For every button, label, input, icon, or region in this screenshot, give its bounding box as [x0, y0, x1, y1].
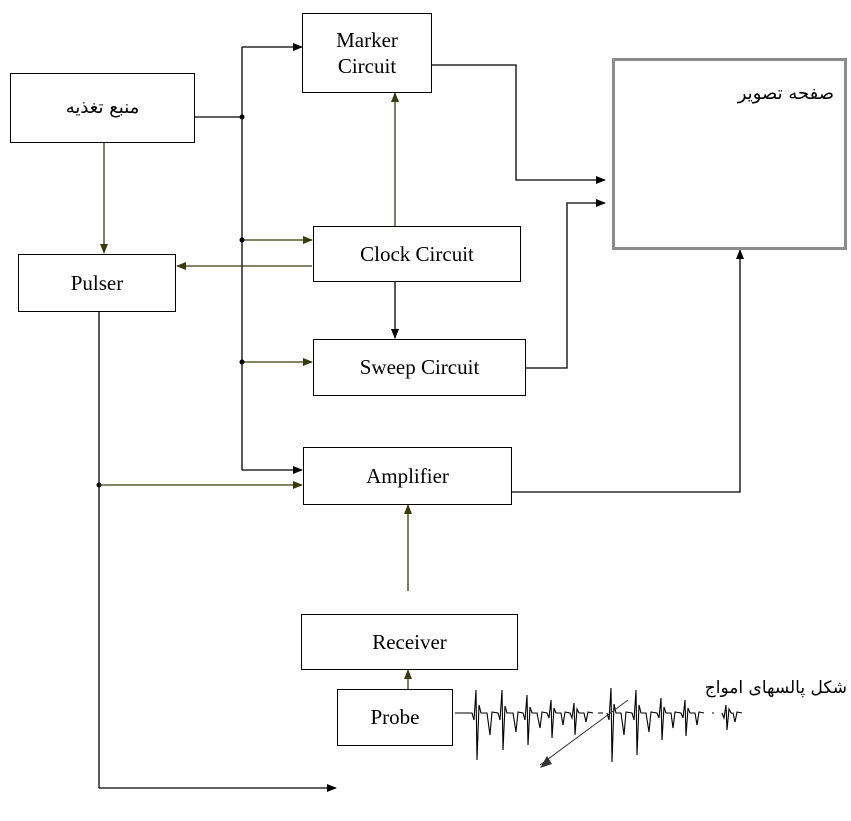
display-screen-title: صفحه تصویر — [737, 83, 834, 104]
pulser-box: Pulser — [18, 254, 176, 312]
power-supply-box: منبع تغذیه — [10, 73, 195, 143]
amplifier-to-screen-arrow — [512, 249, 744, 493]
probe-pulse-waveform — [455, 687, 743, 763]
receiver-label: Receiver — [372, 629, 447, 654]
probe-label: Probe — [370, 705, 420, 730]
junction-dot — [239, 359, 245, 365]
junction-dot — [239, 114, 245, 120]
sweep-circuit-box: Sweep Circuit — [313, 339, 526, 396]
wave-shape-label: شکل پالسهای امواج — [704, 678, 847, 698]
clock-circuit-label: Clock Circuit — [360, 241, 474, 266]
marker-to-screen-arrow — [432, 64, 606, 184]
receiver-box: Receiver — [301, 614, 518, 670]
pulser-label: Pulser — [70, 270, 124, 295]
amplifier-box: Amplifier — [303, 447, 512, 505]
sweep-circuit-label: Sweep Circuit — [359, 355, 480, 380]
junction-dot — [239, 237, 245, 243]
power-supply-label: منبع تغذیه — [65, 96, 140, 118]
amplifier-label: Amplifier — [366, 463, 449, 488]
sweep-to-screen-arrow — [526, 199, 606, 369]
wave-label-pointer-head — [540, 756, 552, 768]
probe-box: Probe — [337, 689, 453, 746]
wave-label-pointer — [539, 699, 629, 766]
marker-circuit-label: Marker Circuit — [336, 27, 398, 78]
clock-circuit-box: Clock Circuit — [313, 226, 521, 282]
display-screen: صفحه تصویر — [612, 58, 847, 250]
marker-circuit-box: Marker Circuit — [302, 13, 432, 93]
